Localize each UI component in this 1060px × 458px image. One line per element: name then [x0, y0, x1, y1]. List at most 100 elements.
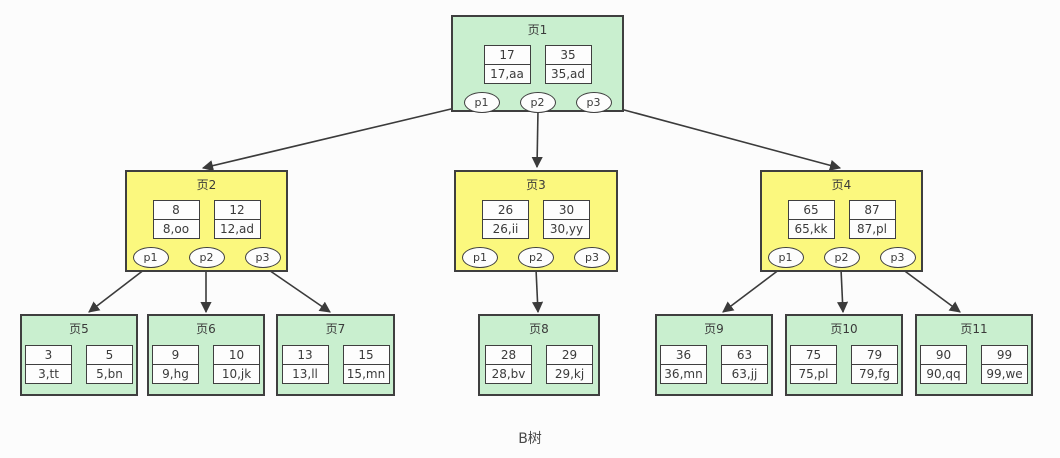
record-key: 63 — [722, 346, 767, 365]
pointer-row: p1 p2 p3 — [767, 247, 916, 268]
record-key: 65 — [788, 201, 834, 220]
record-cells: 90 90,qq 99 99,we — [920, 345, 1028, 384]
node-page8: 页8 28 28,bv 29 29,kj — [478, 314, 600, 396]
edge-page2-p3-to-page7 — [262, 265, 331, 313]
pointer-p3: p3 — [574, 247, 610, 268]
record-key: 8 — [153, 201, 199, 220]
node-page7: 页7 13 13,ll 15 15,mn — [276, 314, 395, 396]
record-cell: 26 26,ii — [482, 200, 529, 239]
edge-page4-p3-to-page11 — [897, 265, 961, 313]
record-value: 5,bn — [96, 367, 123, 381]
record-cell: 29 29,kj — [546, 345, 593, 384]
record-value: 99,we — [986, 367, 1023, 381]
record-cell: 65 65,kk — [787, 200, 835, 239]
node-title: 页11 — [960, 322, 988, 336]
record-value: 29,kj — [554, 367, 585, 381]
record-value: 9,hg — [162, 367, 189, 381]
record-key: 87 — [849, 201, 895, 220]
pointer-p1: p1 — [132, 247, 169, 268]
record-cell: 90 90,qq — [920, 345, 967, 384]
pointer-row: p1 p2 p3 — [462, 247, 610, 268]
record-cell: 5 5,bn — [86, 345, 133, 384]
record-key: 5 — [87, 346, 132, 365]
node-title: 页8 — [529, 322, 549, 336]
node-page4: 页4 65 65,kk 87 87,pl p1 p2 p3 — [760, 170, 923, 272]
node-page2: 页2 8 8,oo 12 12,ad p1 p2 p3 — [125, 170, 288, 272]
record-cell: 75 75,pl — [790, 345, 837, 384]
pointer-row: p1 p2 p3 — [463, 92, 612, 113]
record-value: 13,ll — [292, 367, 318, 381]
record-key: 30 — [544, 201, 589, 220]
record-cell: 17 17,aa — [483, 45, 531, 84]
record-value: 87,pl — [856, 222, 888, 236]
record-cells: 17 17,aa 35 35,ad — [483, 45, 592, 84]
node-title: 页2 — [196, 178, 217, 192]
record-value: 90,qq — [926, 367, 961, 381]
record-value: 63,jj — [731, 367, 758, 381]
pointer-p2: p2 — [519, 92, 556, 113]
pointer-p3: p3 — [879, 247, 916, 268]
record-cell: 3 3,tt — [25, 345, 72, 384]
node-title: 页1 — [527, 23, 548, 37]
record-cells: 28 28,bv 29 29,kj — [485, 345, 593, 384]
record-cells: 75 75,pl 79 79,fg — [790, 345, 898, 384]
record-cell: 87 87,pl — [848, 200, 896, 239]
node-title: 页3 — [526, 178, 546, 192]
record-cell: 35 35,ad — [544, 45, 592, 84]
node-page3: 页3 26 26,ii 30 30,yy p1 p2 p3 — [454, 170, 618, 272]
pointer-p2: p2 — [518, 247, 554, 268]
record-value: 12,ad — [219, 222, 255, 236]
node-page9: 页9 36 36,mn 63 63,jj — [655, 314, 773, 396]
pointer-row: p1 p2 p3 — [132, 247, 281, 268]
node-page5: 页5 3 3,tt 5 5,bn — [20, 314, 138, 396]
pointer-p1: p1 — [767, 247, 804, 268]
record-value: 30,yy — [549, 222, 584, 236]
record-value: 17,aa — [490, 67, 524, 81]
node-page1: 页1 17 17,aa 35 35,ad p1 p2 p3 — [451, 15, 624, 113]
record-cells: 9 9,hg 10 10,jk — [152, 345, 260, 384]
record-cell: 8 8,oo — [152, 200, 200, 239]
record-value: 26,ii — [492, 222, 519, 236]
node-title: 页9 — [704, 322, 724, 336]
node-title: 页6 — [196, 322, 216, 336]
record-key: 99 — [982, 346, 1027, 365]
node-page10: 页10 75 75,pl 79 79,fg — [785, 314, 903, 396]
record-key: 90 — [921, 346, 966, 365]
record-value: 35,ad — [550, 67, 586, 81]
record-cells: 36 36,mn 63 63,jj — [660, 345, 768, 384]
pointer-p3: p3 — [244, 247, 281, 268]
record-cells: 26 26,ii 30 30,yy — [482, 200, 590, 239]
record-key: 36 — [661, 346, 706, 365]
node-page11: 页11 90 90,qq 99 99,we — [915, 314, 1033, 396]
edge-page1-p2-to-page3 — [531, 109, 543, 169]
node-page6: 页6 9 9,hg 10 10,jk — [147, 314, 265, 396]
node-title: 页4 — [831, 178, 852, 192]
record-key: 15 — [343, 346, 389, 365]
record-cell: 99 99,we — [981, 345, 1028, 384]
record-key: 13 — [282, 346, 328, 365]
edge-page2-p1-to-page5 — [88, 265, 150, 313]
node-title: 页5 — [69, 322, 89, 336]
record-cell: 12 12,ad — [213, 200, 261, 239]
record-key: 29 — [547, 346, 592, 365]
edge-page3-p2-to-page8 — [531, 268, 544, 314]
record-cell: 36 36,mn — [660, 345, 707, 384]
edge-page4-p1-to-page9 — [722, 265, 785, 313]
record-cell: 10 10,jk — [213, 345, 260, 384]
record-cell: 15 15,mn — [342, 345, 390, 384]
record-key: 17 — [484, 46, 530, 65]
record-cell: 63 63,jj — [721, 345, 768, 384]
record-key: 35 — [545, 46, 591, 65]
record-key: 12 — [214, 201, 260, 220]
record-key: 75 — [791, 346, 836, 365]
pointer-p2: p2 — [823, 247, 860, 268]
record-value: 15,mn — [346, 367, 386, 381]
pointer-p2: p2 — [188, 247, 225, 268]
record-cell: 9 9,hg — [152, 345, 199, 384]
record-cells: 8 8,oo 12 12,ad — [152, 200, 261, 239]
record-key: 3 — [26, 346, 71, 365]
record-value: 10,jk — [221, 367, 252, 381]
record-key: 10 — [214, 346, 259, 365]
record-cells: 13 13,ll 15 15,mn — [281, 345, 390, 384]
